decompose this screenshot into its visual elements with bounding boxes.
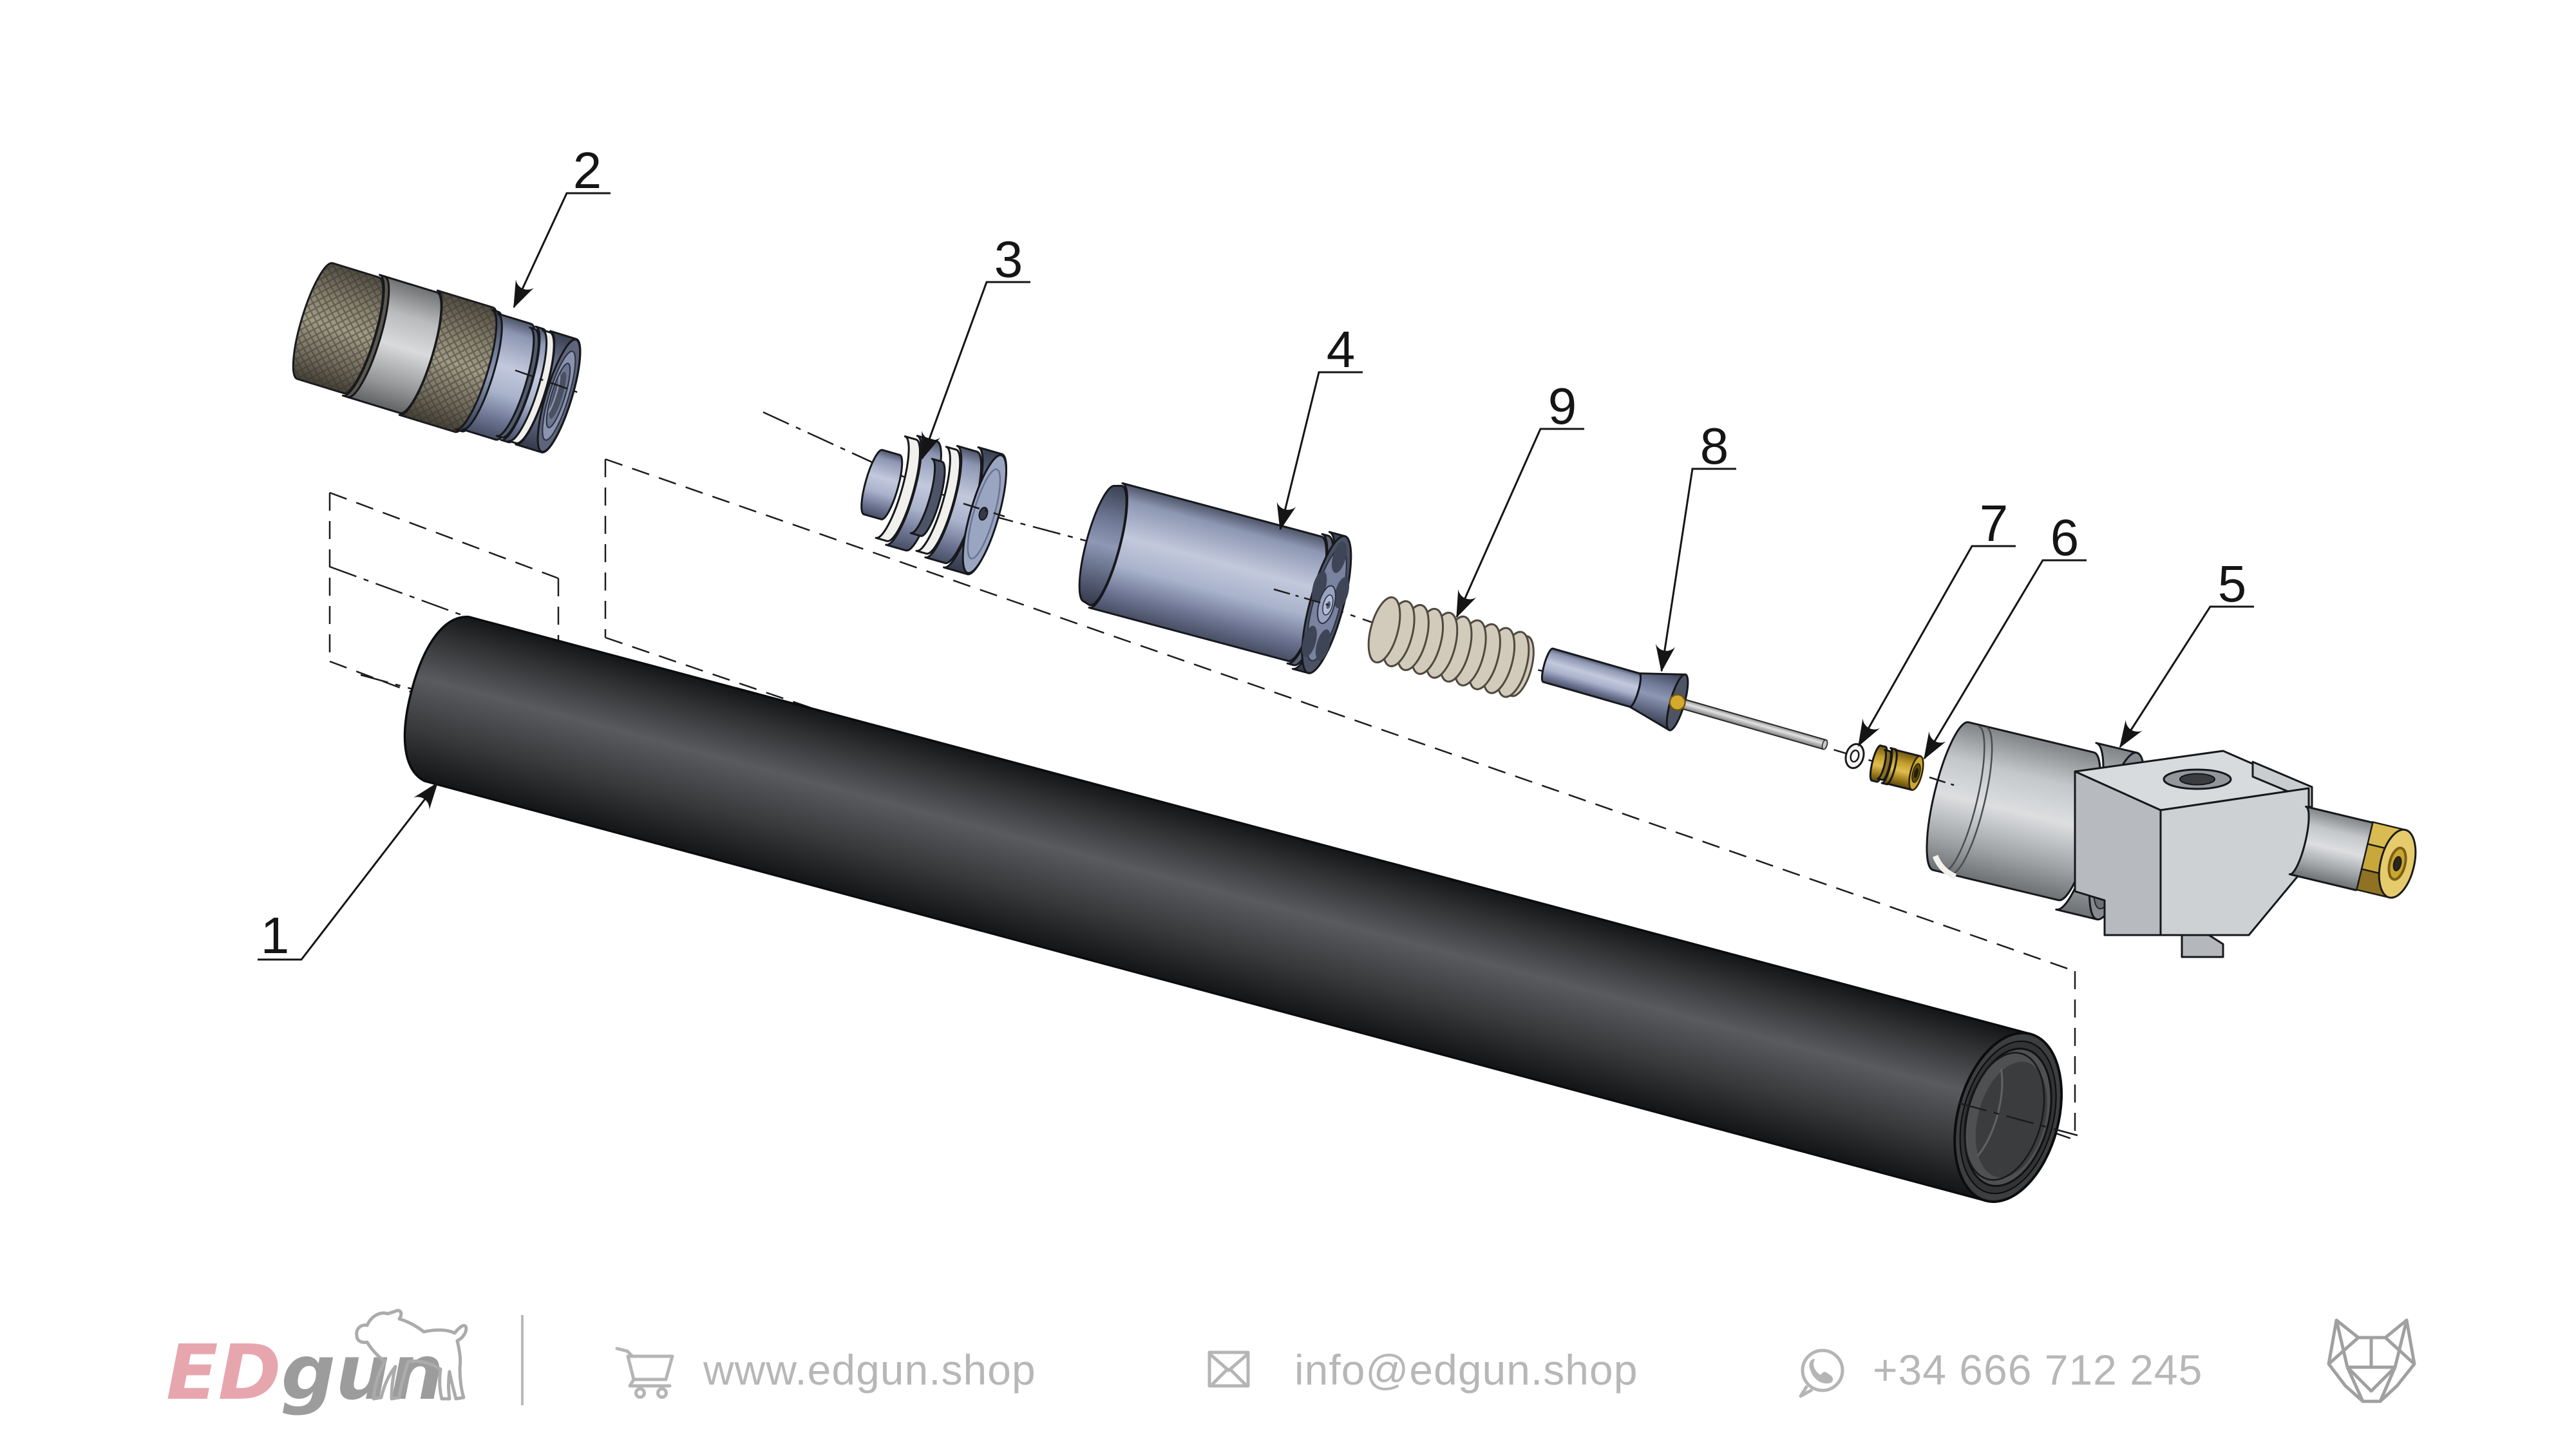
- leader-line-2: [513, 192, 611, 308]
- website-link[interactable]: www.edgun.shop: [703, 1346, 1036, 1394]
- envelope-icon: [1208, 1350, 1250, 1388]
- center-line-nozzle-to-body: [1929, 776, 1958, 788]
- part-label-9: 9: [1548, 377, 1577, 435]
- leader-line-1: [258, 782, 439, 961]
- part-1-tube: [403, 616, 2063, 1203]
- center-line-cap-face: [515, 369, 583, 395]
- part-8-valve-stem: [1540, 647, 1828, 750]
- part-9-spring: [1367, 596, 1535, 698]
- center-line-tube-face: [1958, 1102, 2078, 1137]
- part-6-brass-nozzle: [1869, 744, 1924, 791]
- part-5-valve-body: [1926, 721, 2417, 958]
- leader-lines: [258, 192, 2254, 961]
- part-4-piston: [1078, 482, 1352, 674]
- center-line-piston-face: [1273, 588, 1335, 608]
- part-label-5: 5: [2218, 555, 2247, 612]
- center-line-tube-left: [360, 674, 418, 692]
- whatsapp-icon: [1799, 1349, 1844, 1398]
- leader-line-9: [1455, 428, 1584, 618]
- part-label-8: 8: [1700, 417, 1729, 475]
- part-2-rear-cap: [292, 262, 582, 454]
- part-label-1: 1: [261, 907, 290, 964]
- part-label-3: 3: [994, 231, 1023, 288]
- wolf-logo: [2327, 1318, 2416, 1403]
- part-7-washer: [1844, 743, 1865, 770]
- footer: EDgun www.edgun.shop info@edgun.shop +34…: [166, 1309, 2416, 1417]
- email-link[interactable]: info@edgun.shop: [1294, 1346, 1638, 1394]
- cart-icon: [615, 1347, 674, 1399]
- leader-line-8: [1655, 468, 1736, 672]
- part-3-spool: [860, 435, 1008, 576]
- leader-line-4: [1276, 371, 1363, 531]
- dog-logo: [355, 1309, 468, 1401]
- part-label-7: 7: [1980, 495, 2009, 552]
- phone-link[interactable]: +34 666 712 245: [1873, 1346, 2202, 1394]
- leader-line-7: [1857, 545, 2016, 747]
- center-line-spool-face: [963, 502, 1005, 518]
- part-label-4: 4: [1327, 321, 1356, 378]
- part-numbers: 1 2 3 4 5 6 7 8 9: [261, 142, 2247, 964]
- brand-logo: EDgun: [166, 1328, 444, 1417]
- leader-line-5: [2119, 605, 2254, 748]
- leader-line-3: [921, 281, 1030, 460]
- brass-hex-fitting: [2355, 820, 2417, 899]
- leader-line-6: [1923, 559, 2087, 760]
- part-label-2: 2: [573, 142, 602, 199]
- part-label-6: 6: [2050, 509, 2079, 566]
